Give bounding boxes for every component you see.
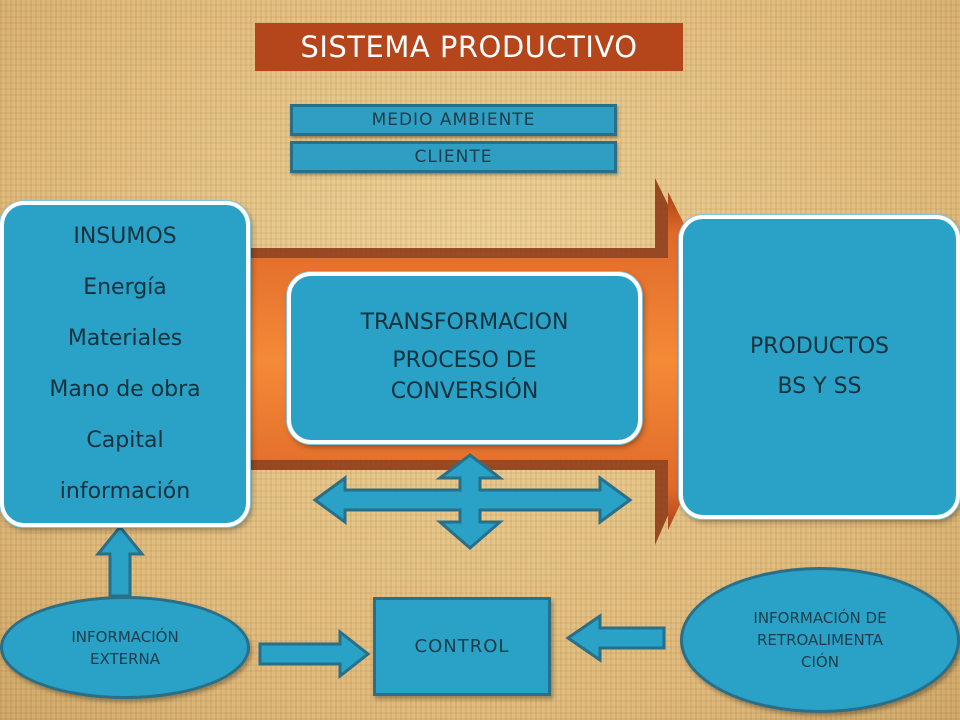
insumos-item-energia: Energía	[83, 275, 167, 300]
insumos-item-materiales: Materiales	[67, 326, 183, 351]
insumos-box: INSUMOS Energía Materiales Mano de obra …	[0, 201, 250, 527]
page-title: SISTEMA PRODUCTIVO	[255, 23, 683, 71]
informacion-externa-ellipse: INFORMACIÓN EXTERNA	[0, 596, 250, 699]
retroalimentacion-ellipse: INFORMACIÓN DE RETROALIMENTA CIÓN	[680, 567, 960, 713]
transformacion-subtitle: PROCESO DE CONVERSIÓN	[390, 347, 539, 404]
transformacion-box: TRANSFORMACION PROCESO DE CONVERSIÓN	[287, 272, 642, 444]
control-box: CONTROL	[373, 597, 551, 696]
cliente-tag: CLIENTE	[290, 141, 617, 173]
up-arrow-insumos	[94, 524, 146, 598]
insumos-heading: INSUMOS	[73, 224, 177, 249]
productos-box: PRODUCTOS BS Y SS	[679, 215, 960, 519]
insumos-item-mano-de-obra: Mano de obra	[49, 377, 201, 402]
left-arrow-control	[565, 613, 666, 663]
informacion-externa-line1: INFORMACIÓN	[71, 627, 179, 646]
productos-heading: PRODUCTOS	[750, 334, 889, 359]
medio-ambiente-tag: MEDIO AMBIENTE	[290, 104, 617, 136]
productos-subtitle: BS Y SS	[777, 374, 862, 399]
insumos-item-capital: Capital	[86, 428, 164, 453]
right-arrow-control	[258, 628, 371, 680]
four-way-arrow	[312, 453, 633, 550]
insumos-item-informacion: información	[59, 479, 191, 504]
retroalimentacion-text: INFORMACIÓN DE RETROALIMENTA CIÓN	[753, 609, 887, 671]
transformacion-heading: TRANSFORMACION	[360, 309, 569, 335]
informacion-externa-line2: EXTERNA	[89, 649, 161, 668]
